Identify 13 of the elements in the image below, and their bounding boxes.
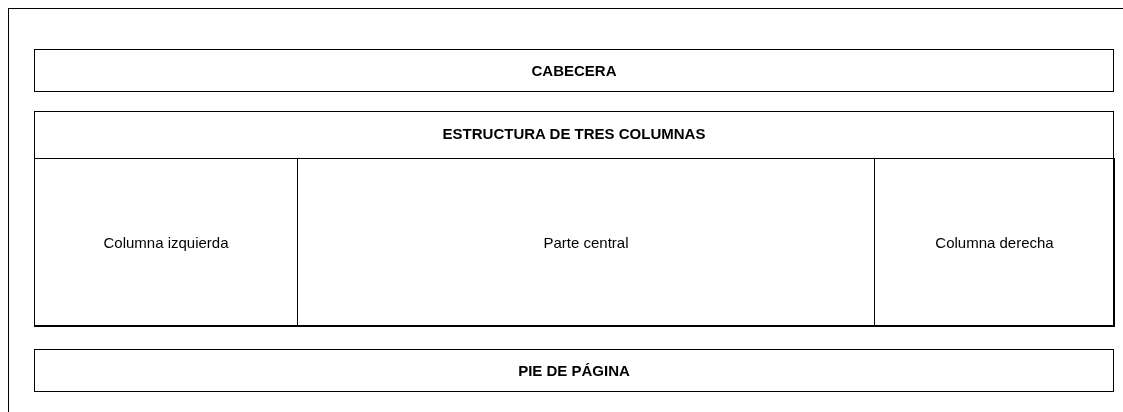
column-label: Columna derecha [935, 234, 1054, 251]
section-heading: CABECERA [531, 62, 617, 79]
section-box [34, 49, 1114, 92]
page-frame [8, 8, 1123, 412]
column-box [34, 158, 298, 327]
column-label: Parte central [543, 234, 629, 251]
column-box [874, 158, 1115, 327]
section-box [34, 349, 1114, 392]
section-heading: ESTRUCTURA DE TRES COLUMNAS [442, 125, 706, 142]
section-box [34, 111, 1114, 326]
column-label: Columna izquierda [103, 234, 229, 251]
section-heading: PIE DE PÁGINA [518, 362, 630, 379]
column-box [297, 158, 875, 327]
